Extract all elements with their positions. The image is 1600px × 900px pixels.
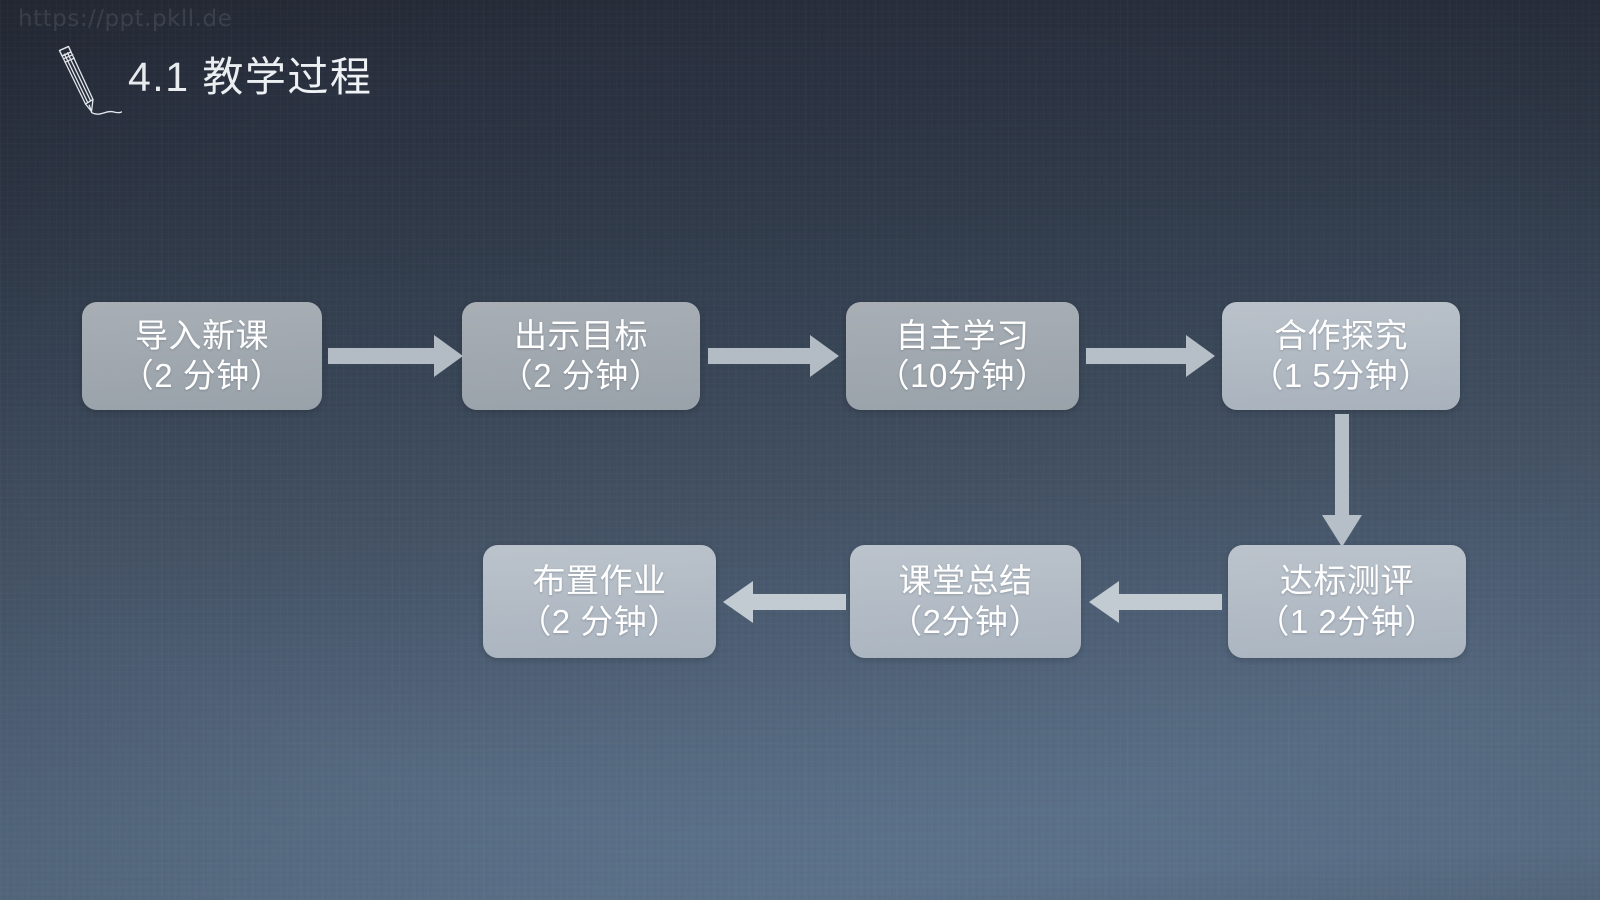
flow-step-布置作业[interactable]: 布置作业 （2 分钟）: [483, 545, 716, 658]
flow-step-duration: （10分钟）: [876, 357, 1049, 394]
flow-step-title: 出示目标: [514, 316, 648, 354]
arrow-step6-to-step7: [722, 579, 846, 625]
flow-step-出示目标[interactable]: 出示目标 （2 分钟）: [462, 302, 700, 410]
arrow-step1-to-step2: [328, 333, 464, 379]
page-title: 4.1 教学过程: [44, 44, 372, 116]
arrow-step2-to-step3: [708, 333, 840, 379]
flow-step-duration: （2 分钟）: [499, 357, 663, 394]
flow-step-达标测评[interactable]: 达标测评 （1 2分钟）: [1228, 545, 1466, 658]
watermark-url: https://ppt.pkll.de: [18, 6, 233, 32]
arrow-step5-to-step6: [1088, 579, 1222, 625]
pencil-icon: [58, 45, 122, 115]
arrow-step3-to-step4: [1086, 333, 1216, 379]
flow-step-导入新课[interactable]: 导入新课 （2 分钟）: [82, 302, 322, 410]
flow-step-duration: （2 分钟）: [120, 357, 284, 394]
arrow-step4-to-step5: [1320, 414, 1364, 548]
flow-step-duration: （1 2分钟）: [1256, 602, 1438, 640]
flow-step-title: 自主学习: [895, 316, 1030, 354]
flow-step-duration: （2分钟）: [889, 602, 1042, 640]
flow-step-duration: （1 5分钟）: [1250, 357, 1432, 394]
flow-step-title: 导入新课: [135, 316, 269, 354]
flow-step-duration: （2 分钟）: [518, 602, 681, 640]
flow-step-title: 布置作业: [532, 562, 667, 600]
flow-step-课堂总结[interactable]: 课堂总结 （2分钟）: [850, 545, 1081, 658]
flow-step-title: 达标测评: [1280, 562, 1414, 600]
flow-step-title: 合作探究: [1274, 316, 1408, 354]
flow-step-自主学习[interactable]: 自主学习 （10分钟）: [846, 302, 1079, 410]
flow-step-合作探究[interactable]: 合作探究 （1 5分钟）: [1222, 302, 1460, 410]
page-title-text: 4.1 教学过程: [128, 53, 373, 100]
flow-step-title: 课堂总结: [898, 562, 1033, 600]
